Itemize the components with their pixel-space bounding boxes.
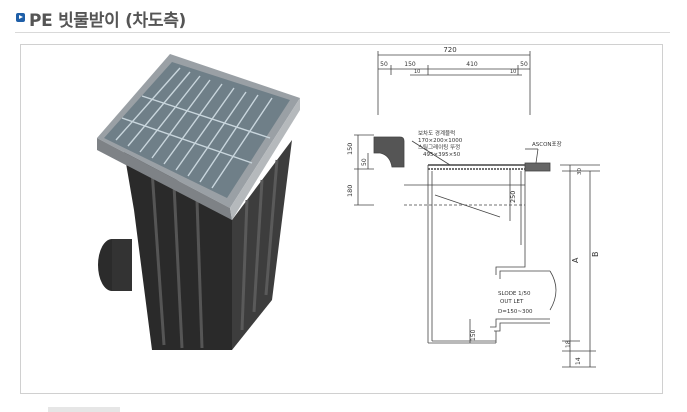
dim-v180: 180	[346, 185, 354, 197]
product-frame	[20, 44, 663, 394]
note-grating-size: 495×395×50	[423, 152, 461, 158]
bottom-decor	[48, 407, 120, 412]
section-title: PE 빗물받이 (차도측)	[29, 11, 187, 31]
dim-50-right: 50	[520, 61, 528, 68]
dim-v250: 250	[509, 191, 517, 203]
product-photo	[97, 54, 300, 350]
dim-v50: 50	[361, 158, 368, 166]
dim-bottom-150: 150	[470, 329, 477, 341]
dim-50-left: 50	[380, 61, 388, 68]
note-pipe: D=150~300	[498, 309, 533, 315]
dim-18: 18	[565, 340, 572, 348]
dim-A: A	[571, 257, 580, 263]
bullet-arrow-icon	[16, 13, 25, 22]
dim-720: 720	[443, 46, 456, 54]
dim-14: 14	[575, 357, 582, 365]
note-grating: 스틸그레이팅 뚜껑	[418, 143, 460, 151]
note-curb: 보차도 경계블럭	[418, 129, 455, 137]
dim-v150: 150	[346, 143, 354, 155]
section-header: PE 빗물받이 (차도측)	[15, 6, 670, 33]
dim-10-right: 10	[510, 69, 516, 75]
note-slope: SLODE 1/50	[498, 291, 531, 297]
dim-410: 410	[466, 61, 478, 68]
dim-10-left: 10	[414, 69, 420, 75]
note-ascon: ASCON포장	[532, 141, 562, 148]
note-outlet: OUT LET	[500, 299, 524, 305]
dim-B: B	[591, 252, 600, 258]
dim-right-30: 30	[577, 168, 583, 175]
technical-drawing: 720 50 150 410 50 10 10 보차도 경계블럭 170×200…	[346, 46, 600, 368]
note-curb-size: 170×200×1000	[418, 138, 463, 144]
dim-150: 150	[404, 61, 416, 68]
